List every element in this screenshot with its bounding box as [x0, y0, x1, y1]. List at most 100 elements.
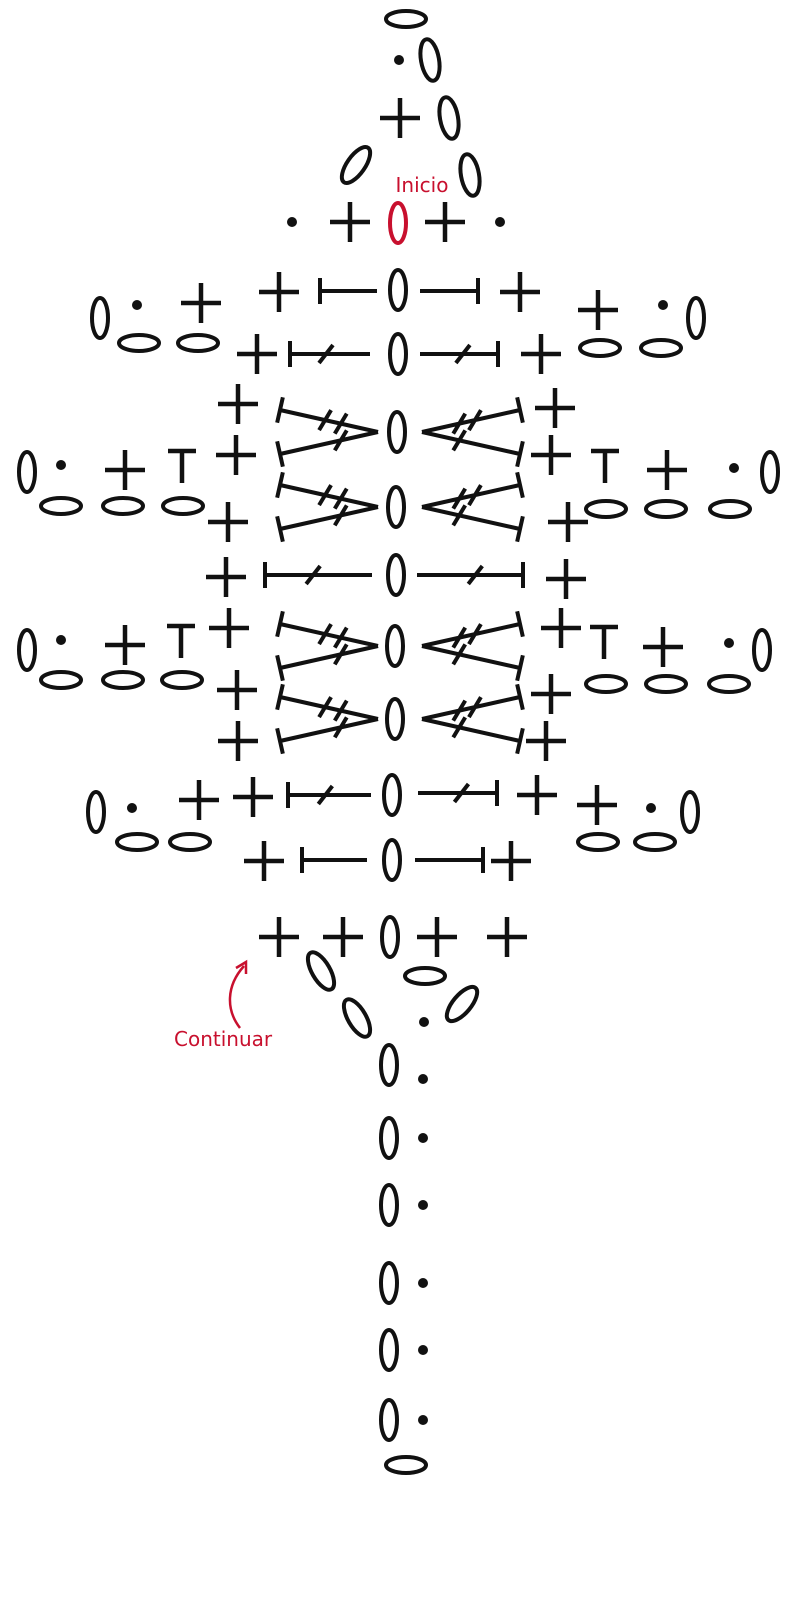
- chain-oval-icon: [760, 450, 780, 494]
- chain-oval-icon: [386, 553, 406, 597]
- single-crochet-cross-icon: [217, 670, 257, 710]
- double-crochet-icon: [275, 429, 379, 468]
- single-crochet-cross-icon: [209, 608, 249, 648]
- slip-stitch-dot-icon: [56, 635, 66, 645]
- chain-oval-icon: [161, 496, 205, 516]
- chain-oval-icon: [17, 628, 37, 672]
- single-crochet-cross-icon: [105, 625, 145, 665]
- treble-crochet-icon: [421, 471, 525, 510]
- chain-oval-icon: [101, 670, 145, 690]
- slip-stitch-dot-icon: [418, 1200, 428, 1210]
- treble-crochet-icon: [275, 683, 379, 722]
- double-crochet-icon: [417, 562, 525, 588]
- chain-oval-icon: [686, 296, 706, 340]
- chain-oval-icon: [339, 145, 373, 185]
- single-crochet-cross-icon: [179, 780, 219, 820]
- chain-oval-icon: [168, 832, 212, 852]
- double-crochet-icon: [420, 341, 500, 367]
- single-crochet-cross-icon: [535, 388, 575, 428]
- chain-oval-icon: [305, 950, 337, 992]
- slip-stitch-dot-icon: [658, 300, 668, 310]
- slip-stitch-dot-icon: [729, 463, 739, 473]
- single-crochet-cross-icon: [244, 841, 284, 881]
- single-crochet-cross-icon: [526, 721, 566, 761]
- chain-oval-icon: [39, 670, 83, 690]
- single-crochet-cross-icon: [577, 785, 617, 825]
- chain-oval-icon: [385, 697, 405, 741]
- stitch-layer: [17, 9, 780, 1475]
- chain-oval-icon: [387, 410, 407, 454]
- half-double-crochet-t-icon: [590, 624, 618, 659]
- chain-oval-icon: [437, 95, 461, 141]
- half-double-crochet-t-icon: [591, 448, 619, 483]
- double-crochet-icon: [421, 716, 525, 755]
- slip-stitch-dot-icon: [418, 1074, 428, 1084]
- chain-oval-icon: [379, 1398, 399, 1442]
- chain-oval-icon: [576, 832, 620, 852]
- slip-stitch-dot-icon: [418, 1133, 428, 1143]
- double-crochet-icon: [275, 643, 379, 682]
- chain-oval-icon: [382, 838, 402, 882]
- chain-oval-icon: [584, 674, 628, 694]
- chain-oval-icon: [752, 628, 772, 672]
- single-crochet-cross-icon: [237, 334, 277, 374]
- slip-stitch-dot-icon: [56, 460, 66, 470]
- double-crochet-icon: [418, 780, 499, 806]
- single-crochet-cross-icon: [417, 917, 457, 957]
- start-label: Inicio: [396, 173, 449, 197]
- chain-oval-icon: [403, 966, 447, 986]
- treble-crochet-icon: [275, 471, 379, 510]
- double-crochet-icon: [300, 847, 367, 873]
- chain-oval-icon: [385, 624, 405, 668]
- single-crochet-cross-icon: [105, 450, 145, 490]
- single-crochet-cross-icon: [521, 334, 561, 374]
- single-crochet-cross-icon: [491, 841, 531, 881]
- slip-stitch-dot-icon: [394, 55, 404, 65]
- chain-oval-icon: [379, 1328, 399, 1372]
- single-crochet-cross-icon: [500, 272, 540, 312]
- chain-oval-icon: [707, 674, 751, 694]
- single-crochet-cross-icon: [531, 435, 571, 475]
- double-crochet-icon: [288, 341, 370, 367]
- chain-oval-icon: [379, 1043, 399, 1087]
- single-crochet-cross-icon: [643, 627, 683, 667]
- slip-stitch-dot-icon: [646, 803, 656, 813]
- single-crochet-cross-icon: [425, 202, 465, 242]
- single-crochet-cross-icon: [233, 777, 273, 817]
- chain-oval-icon: [380, 915, 400, 959]
- double-crochet-icon: [421, 643, 525, 682]
- chain-oval-icon: [17, 450, 37, 494]
- slip-stitch-dot-icon: [419, 1017, 429, 1027]
- slip-stitch-dot-icon: [132, 300, 142, 310]
- treble-crochet-icon: [275, 396, 379, 435]
- treble-crochet-icon: [421, 610, 525, 649]
- chain-oval-icon: [388, 332, 408, 376]
- chain-oval-icon: [382, 773, 402, 817]
- single-crochet-cross-icon: [259, 272, 299, 312]
- slip-stitch-dot-icon: [287, 217, 297, 227]
- chain-oval-icon: [458, 152, 482, 198]
- treble-crochet-icon: [421, 683, 525, 722]
- single-crochet-cross-icon: [578, 290, 618, 330]
- chain-oval-icon: [388, 201, 408, 245]
- chain-oval-icon: [644, 499, 688, 519]
- chain-oval-icon: [639, 338, 683, 358]
- chain-oval-icon: [388, 268, 408, 312]
- double-crochet-icon: [275, 716, 379, 755]
- chain-oval-icon: [101, 496, 145, 516]
- continue-label: Continuar: [174, 1027, 273, 1051]
- single-crochet-cross-icon: [380, 98, 420, 138]
- single-crochet-cross-icon: [546, 559, 586, 599]
- slip-stitch-dot-icon: [724, 638, 734, 648]
- double-crochet-icon: [275, 504, 379, 543]
- chain-oval-icon: [379, 1183, 399, 1227]
- single-crochet-cross-icon: [548, 502, 588, 542]
- double-crochet-icon: [421, 504, 525, 543]
- double-crochet-icon: [286, 782, 371, 808]
- chain-oval-icon: [117, 333, 161, 353]
- chain-oval-icon: [176, 333, 220, 353]
- arrow-head-icon: [235, 959, 248, 974]
- slip-stitch-dot-icon: [418, 1278, 428, 1288]
- single-crochet-cross-icon: [259, 917, 299, 957]
